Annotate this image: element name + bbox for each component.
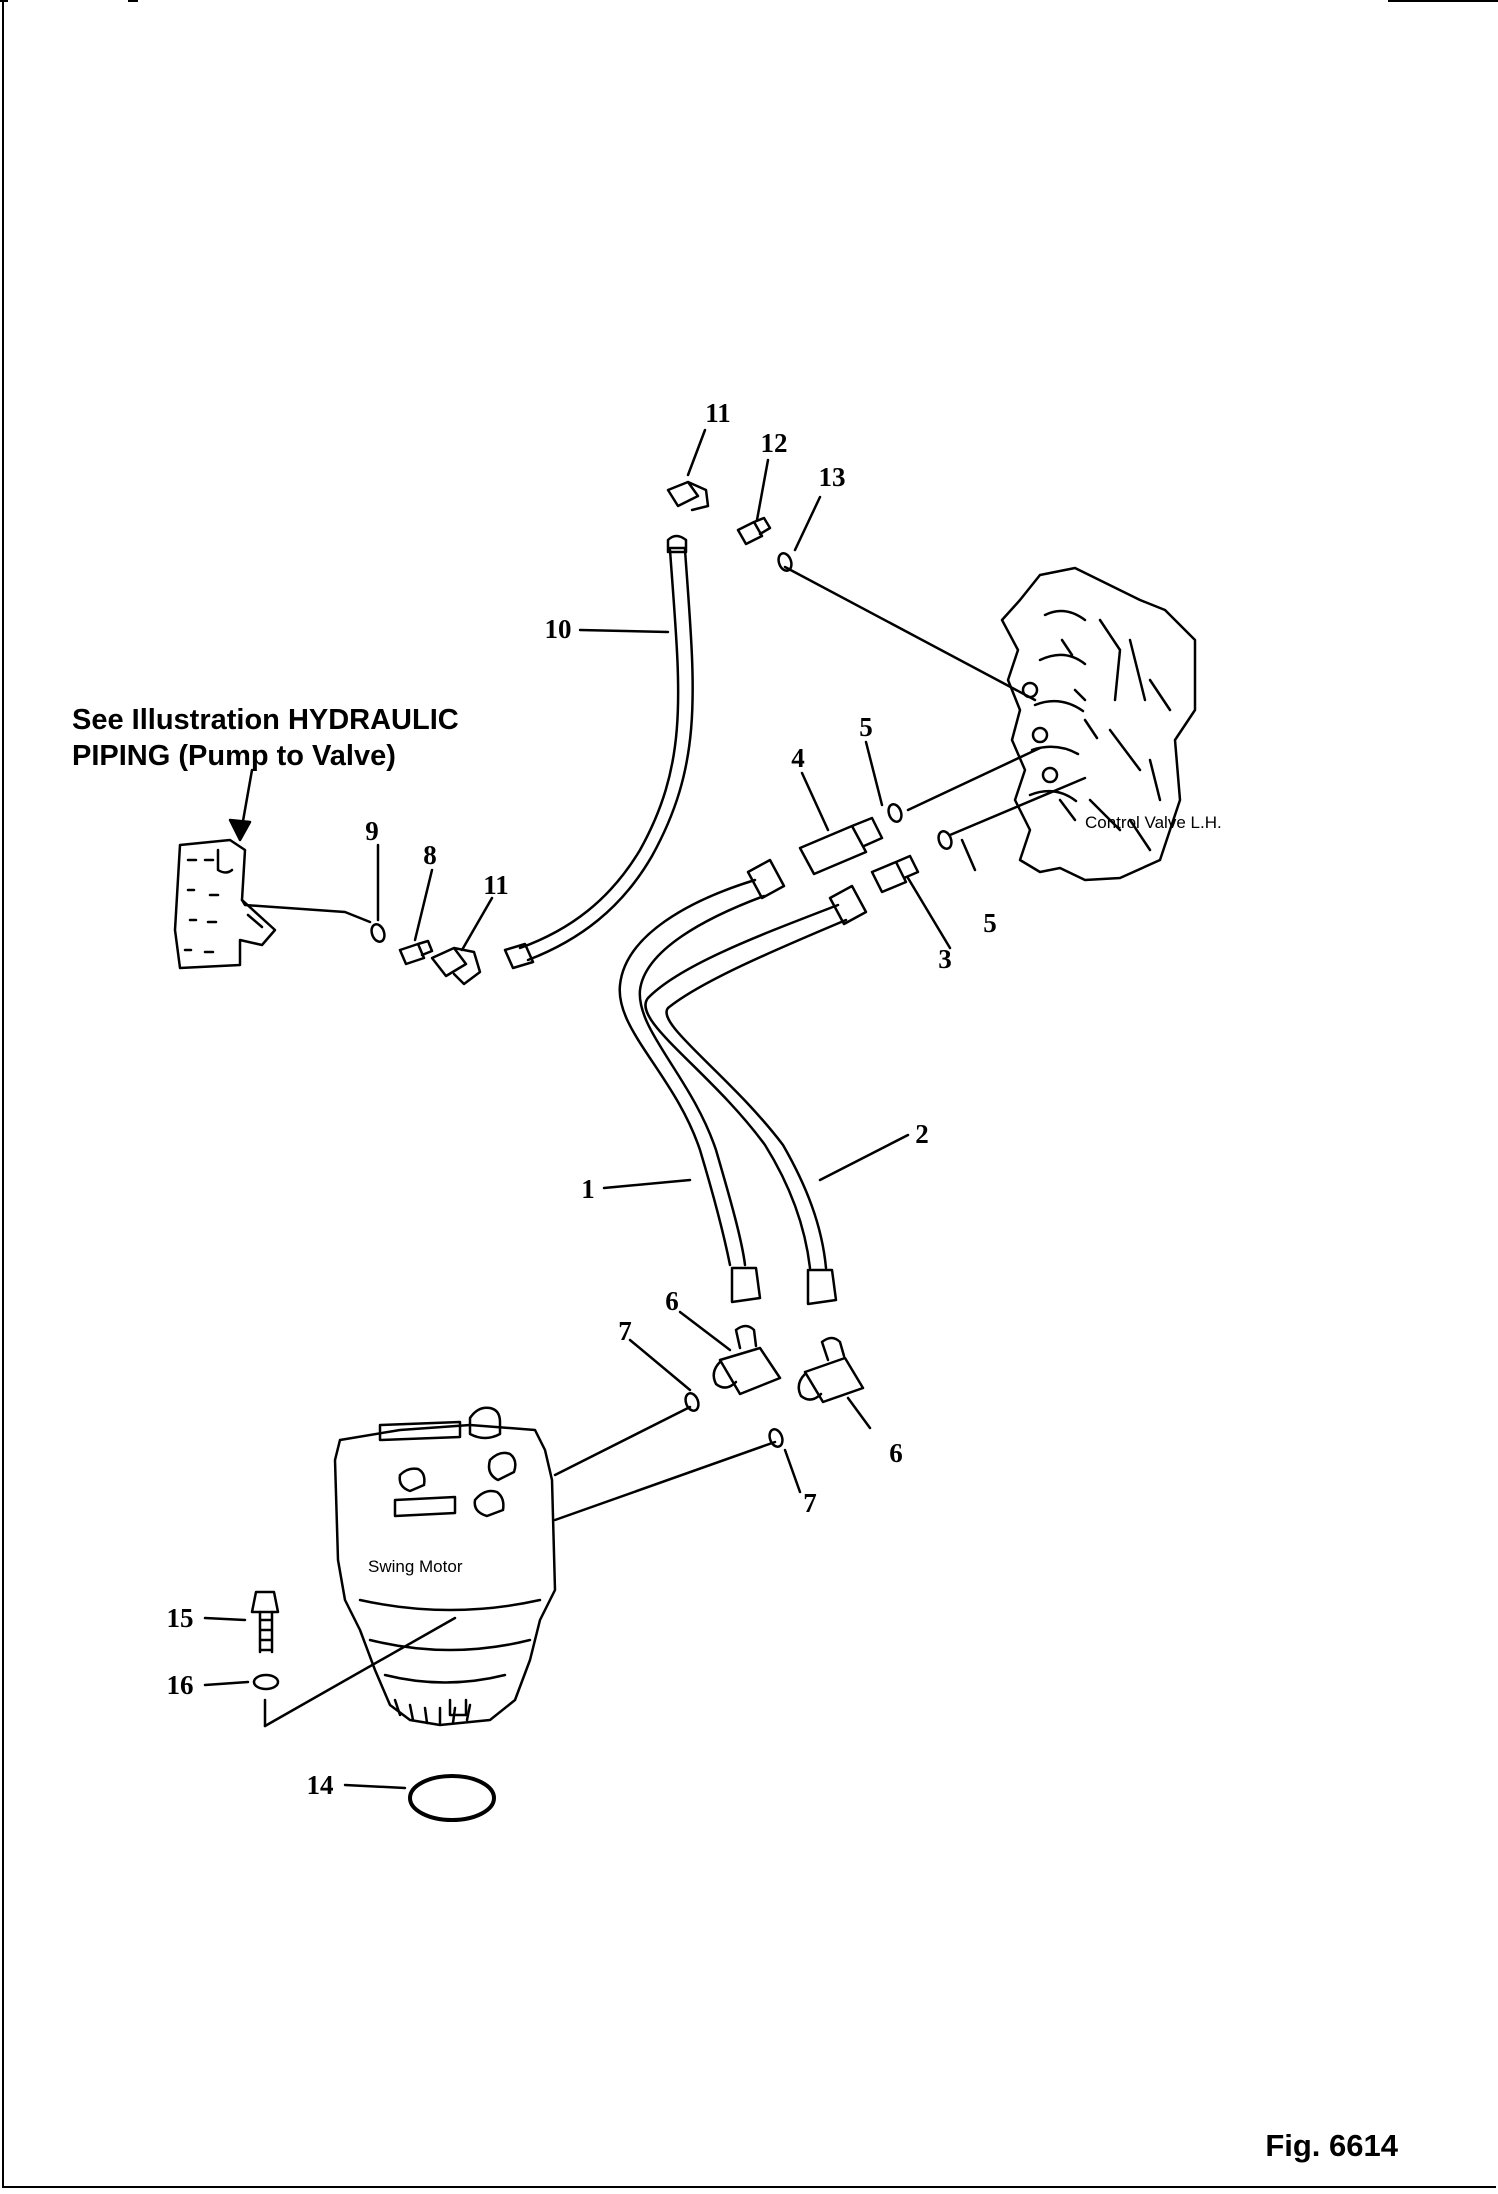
control-valve	[1000, 566, 1197, 882]
reference-note-line-2: PIPING (Pump to Valve)	[72, 740, 396, 772]
o-ring-7b	[768, 1428, 784, 1448]
corner-mark	[1388, 0, 1498, 2]
callout-9: 9	[365, 816, 379, 846]
callout-13: 13	[819, 462, 846, 492]
callout-11a: 11	[705, 398, 731, 428]
washer-16	[252, 1673, 280, 1691]
callout-5a: 5	[859, 712, 873, 742]
label-control-valve: Control Valve L.H.	[1085, 813, 1222, 832]
hose-2	[644, 903, 848, 1270]
callout-10: 10	[545, 614, 572, 644]
hose-1	[618, 878, 766, 1267]
callout-14: 14	[307, 1770, 334, 1800]
callout-6b: 6	[889, 1438, 903, 1468]
o-ring-14	[408, 1774, 496, 1822]
callout-4: 4	[791, 743, 805, 773]
reference-note: See Illustration HYDRAULIC PIPING (Pump …	[72, 702, 459, 774]
callout-numbers: 1 2 3 4 5 5 6 6 7 7 8 9 10 11 11 12 13 1…	[167, 398, 997, 1800]
callout-5b: 5	[983, 908, 997, 938]
callout-7a: 7	[618, 1316, 632, 1346]
label-swing-motor: Swing Motor	[368, 1557, 463, 1576]
valve-block-left	[173, 838, 277, 970]
callout-16: 16	[167, 1670, 194, 1700]
o-ring-13	[777, 552, 793, 572]
swing-motor	[333, 1406, 557, 1727]
o-ring-9	[370, 923, 386, 943]
callout-6a: 6	[665, 1286, 679, 1316]
callout-7b: 7	[803, 1488, 817, 1518]
callout-1: 1	[581, 1174, 595, 1204]
o-ring-5a	[887, 803, 903, 823]
callout-3: 3	[938, 944, 952, 974]
o-ring-7a	[684, 1392, 700, 1412]
figure-label: Fig. 6614	[1265, 2128, 1398, 2163]
corner-mark	[0, 0, 8, 2]
bolt-15	[250, 1590, 280, 1654]
callout-11b: 11	[483, 870, 509, 900]
o-ring-5b	[937, 830, 953, 850]
hose-10	[518, 534, 694, 962]
callout-2: 2	[915, 1119, 929, 1149]
corner-mark	[128, 0, 138, 2]
reference-note-line-1: See Illustration HYDRAULIC	[72, 704, 459, 736]
callout-15: 15	[167, 1603, 194, 1633]
callout-8: 8	[423, 840, 437, 870]
callout-12: 12	[761, 428, 788, 458]
